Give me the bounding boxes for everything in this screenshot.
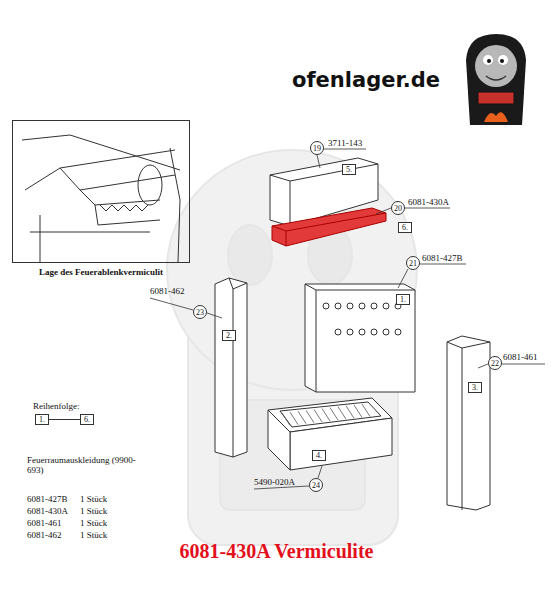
grate-bar: [314, 409, 322, 422]
vent-hole: [371, 329, 377, 335]
grate-bar: [362, 404, 370, 417]
back-plate-21: [305, 284, 415, 392]
callout-number: 22: [488, 356, 502, 370]
callout-number: 24: [309, 478, 323, 492]
node-text: 20: [394, 204, 402, 213]
callout-number: 19: [310, 141, 324, 155]
order-box: 1.: [396, 294, 410, 305]
grate-bar: [354, 405, 362, 418]
order-box: 4.: [312, 450, 326, 461]
order-box: 3.: [468, 382, 482, 393]
callout-number: 21: [406, 256, 420, 270]
node-text: 1.: [400, 295, 406, 304]
vermiculite-bar-20: [272, 208, 386, 246]
order-box: 1.: [35, 414, 49, 425]
node-text: 23: [196, 308, 204, 317]
inset-sketch: [22, 135, 180, 262]
vent-hole: [347, 329, 353, 335]
grate-bar: [290, 412, 298, 425]
vent-hole: [347, 303, 353, 309]
grate-bar: [282, 413, 290, 426]
node-text: 6.: [84, 415, 90, 424]
order-note: Reihenfolge:: [33, 401, 80, 411]
part-number: 6081-430A: [408, 197, 449, 207]
table-cell: 6081-461: [27, 518, 62, 528]
inset-frame: Lage des Feuerablenkvermiculit: [12, 120, 190, 263]
side-plate-23: [215, 278, 247, 457]
node-text: 1.: [39, 415, 45, 424]
grate-bar: [298, 411, 306, 424]
node-text: 21: [409, 259, 417, 268]
node-text: 6.: [402, 223, 408, 232]
order-box: 2.: [222, 330, 236, 341]
table-cell: 1 Stück: [80, 494, 107, 504]
diagram-title: 6081-430A Vermiculite: [0, 540, 553, 563]
node-text: 19: [313, 144, 321, 153]
part-number: 3711-143: [328, 138, 362, 148]
side-plate-22: [447, 336, 490, 510]
grate-bar: [346, 406, 354, 419]
logo-mascot: [466, 34, 526, 125]
vent-hole: [335, 303, 341, 309]
site-logo: ofenlager.de: [292, 68, 440, 92]
vent-hole: [359, 329, 365, 335]
leader-lines: [150, 149, 545, 489]
table-cell: 1 Stück: [80, 518, 107, 528]
callout-number: 20: [391, 201, 405, 215]
table-cell: 1 Stück: [80, 530, 107, 540]
order-box: 6.: [398, 222, 412, 233]
table-cell: 6081-430A: [27, 506, 68, 516]
order-box: 5.: [342, 164, 356, 175]
vent-hole: [335, 329, 341, 335]
connector-line: [49, 419, 80, 420]
grate-bar: [322, 409, 330, 422]
part-number: 6081-427B: [422, 253, 463, 263]
list-heading: Feuerraumauskleidung (9900-693): [27, 455, 137, 475]
vent-hole: [359, 303, 365, 309]
node-text: 2.: [226, 331, 232, 340]
node-text: 24: [312, 481, 320, 490]
grate-bar: [338, 407, 346, 420]
node-text: 5.: [346, 165, 352, 174]
grate-bar: [330, 408, 338, 421]
node-text: Lage des Feuerablenkvermiculit: [13, 267, 189, 277]
part-number: 6081-462: [150, 286, 185, 296]
vent-hole: [323, 303, 329, 309]
part-number: 6081-461: [503, 352, 538, 362]
watermark: [167, 150, 417, 545]
callout-number: 23: [193, 305, 207, 319]
table-cell: 6081-462: [27, 530, 62, 540]
vent-hole: [383, 303, 389, 309]
order-box: 6.: [80, 414, 94, 425]
vent-hole: [383, 329, 389, 335]
table-cell: 1 Stück: [80, 506, 107, 516]
part-number: 5490-020A: [254, 477, 295, 487]
vent-hole: [371, 303, 377, 309]
table-cell: 6081-427B: [27, 494, 68, 504]
grate-bar: [306, 410, 314, 423]
parts: [215, 158, 490, 510]
vent-hole: [395, 329, 401, 335]
node-text: 3.: [472, 383, 478, 392]
node-text: 4.: [316, 451, 322, 460]
node-text: 22: [491, 359, 499, 368]
